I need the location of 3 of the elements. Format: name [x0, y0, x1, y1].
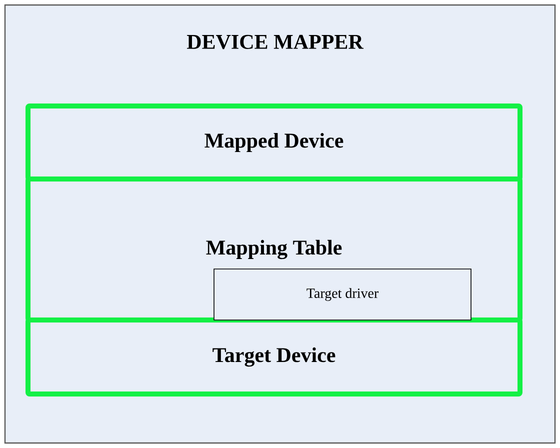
driver-box: Target driver [214, 268, 472, 320]
layer-band: Mapped Device [26, 104, 522, 182]
layer-band: Target Device [26, 318, 522, 396]
